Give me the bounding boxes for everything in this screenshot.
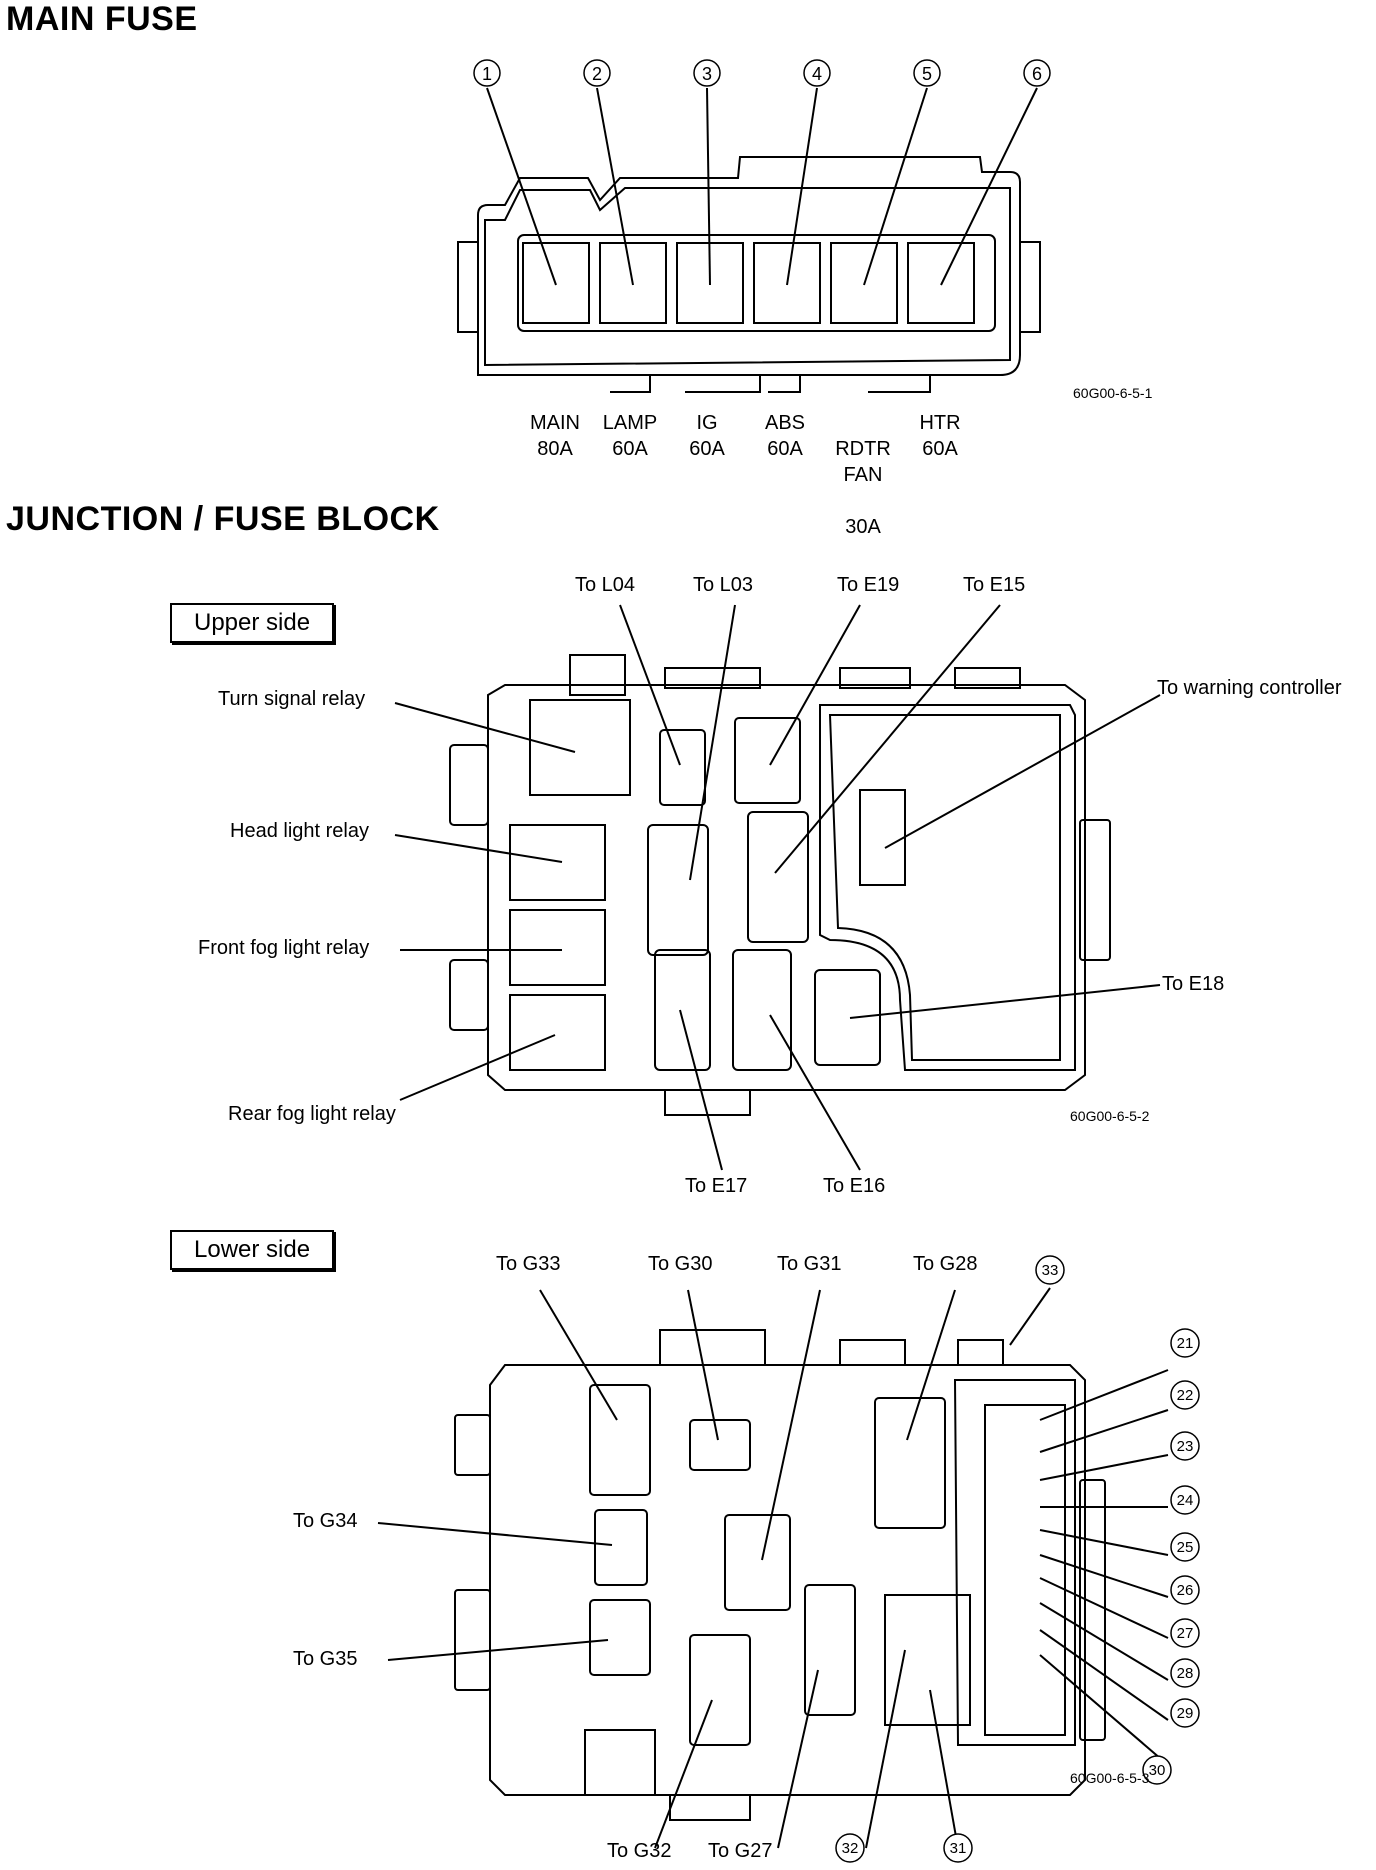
callout-6: 6 [1032, 64, 1042, 84]
label-to-g33: To G33 [496, 1253, 561, 1275]
fuse-rating: 60A [689, 438, 725, 460]
fuse-rating: 60A [922, 438, 958, 460]
callout-30: 30 [1149, 1762, 1166, 1779]
fuse-name: MAIN [530, 412, 580, 434]
upper-side-title: Upper side [170, 603, 335, 643]
label-to-g35: To G35 [293, 1648, 358, 1670]
callout-29: 29 [1177, 1705, 1194, 1722]
callout-4: 4 [812, 64, 822, 84]
callout-31: 31 [950, 1840, 967, 1857]
callout-3: 3 [702, 64, 712, 84]
fuse-name: ABS [764, 412, 806, 434]
label-to-g32: To G32 [607, 1840, 672, 1862]
label-to-l04: To L04 [575, 574, 636, 596]
callout-25: 25 [1177, 1539, 1194, 1556]
fuse-rating: 30A [845, 516, 881, 538]
label-front-fog-light-relay: Front fog light relay [198, 937, 370, 959]
callout-1: 1 [482, 64, 492, 84]
label-to-g30: To G30 [648, 1253, 713, 1275]
label-head-light-relay: Head light relay [230, 820, 369, 842]
fuse-rating: 60A [767, 438, 803, 460]
fuse-name: LAMP [602, 412, 658, 434]
lower-side-title: Lower side [170, 1230, 335, 1270]
label-to-g31: To G31 [777, 1253, 842, 1275]
callout-28: 28 [1177, 1665, 1194, 1682]
figure-id-lower: 60G00-6-5-3 [1070, 1770, 1150, 1786]
fuse-rating: 80A [537, 438, 573, 460]
label-rear-fog-light-relay: Rear fog light relay [228, 1103, 396, 1125]
figure-id-upper: 60G00-6-5-2 [1070, 1108, 1150, 1124]
label-to-e15: To E15 [963, 574, 1026, 596]
label-to-e16: To E16 [823, 1175, 886, 1197]
fuse-label-htr: HTR 60A [895, 410, 985, 462]
callout-33: 33 [1042, 1262, 1059, 1279]
callout-32: 32 [842, 1840, 859, 1857]
label-to-g34: To G34 [293, 1510, 358, 1532]
fuse-label-ig: IG 60A [662, 410, 752, 462]
main-fuse-heading: MAIN FUSE [6, 0, 198, 38]
fuse-label-lamp: LAMP 60A [585, 410, 675, 462]
label-to-l03: To L03 [693, 574, 754, 596]
label-to-warning-controller: To warning controller [1157, 677, 1342, 699]
callout-2: 2 [592, 64, 602, 84]
callout-27: 27 [1177, 1625, 1194, 1642]
callout-24: 24 [1177, 1492, 1194, 1509]
callout-5: 5 [922, 64, 932, 84]
callout-21: 21 [1177, 1335, 1194, 1352]
label-to-g27: To G27 [708, 1840, 773, 1862]
fuse-name: RDTR FAN [835, 438, 891, 486]
fuse-rating: 60A [612, 438, 648, 460]
figure-id: 60G00-6-5-1 [1073, 385, 1153, 401]
label-to-e17: To E17 [685, 1175, 748, 1197]
fuse-label-abs: ABS 60A [740, 410, 830, 462]
label-to-g28: To G28 [913, 1253, 978, 1275]
fuse-name: IG [696, 412, 718, 434]
callout-26: 26 [1177, 1582, 1194, 1599]
junction-heading: JUNCTION / FUSE BLOCK [6, 500, 440, 538]
callout-22: 22 [1177, 1387, 1194, 1404]
fuse-name: HTR [919, 412, 961, 434]
callout-23: 23 [1177, 1438, 1194, 1455]
fuse-label-rdtr-fan: RDTR FAN 30A [818, 410, 908, 566]
label-to-e19: To E19 [837, 574, 900, 596]
label-to-e18: To E18 [1162, 973, 1225, 995]
label-turn-signal-relay: Turn signal relay [218, 688, 366, 710]
fuse-label-main: MAIN 80A [510, 410, 600, 462]
